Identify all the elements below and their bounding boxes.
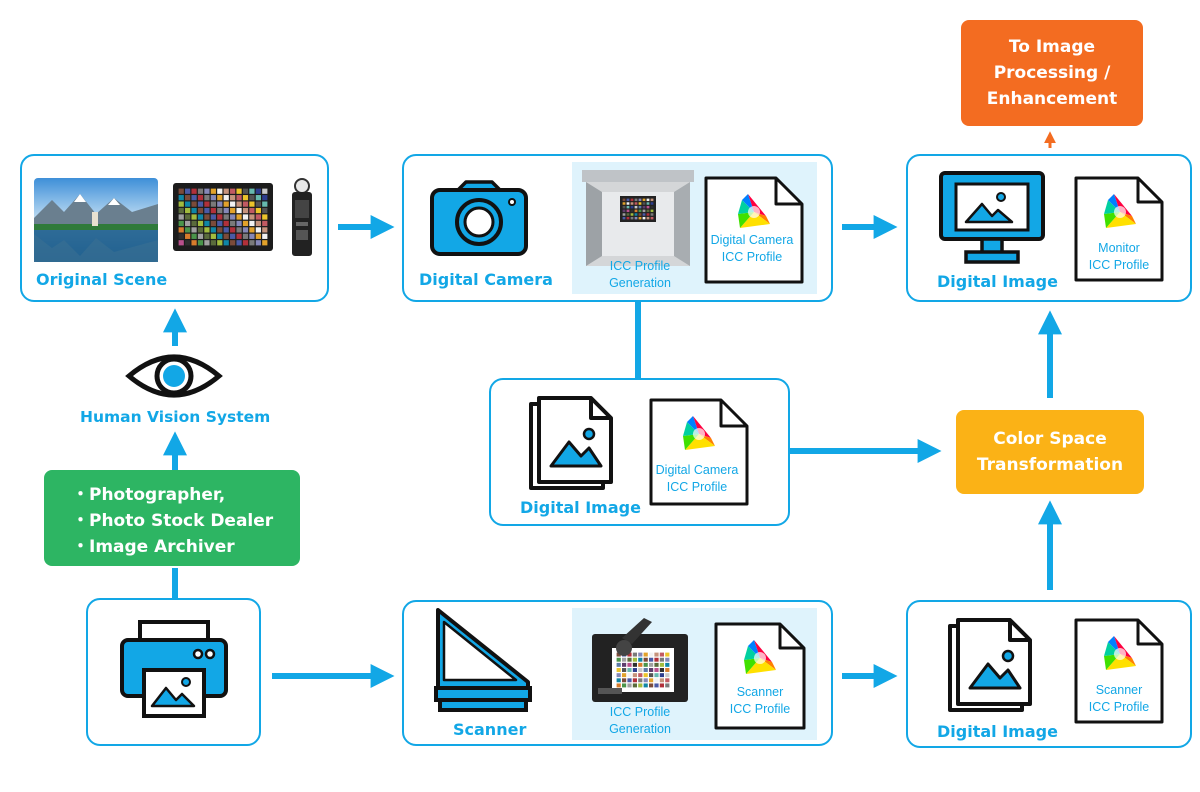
bullet: ・ — [72, 511, 89, 531]
bullet: ・ — [72, 485, 89, 505]
icc-profile-document-icon — [1074, 176, 1164, 282]
profile-line: Scanner — [736, 685, 784, 699]
digital-image-scanner-label: Digital Image — [937, 722, 1058, 741]
people-item: ・Photo Stock Dealer — [72, 508, 300, 534]
camera-generation-text: ICC Profile Generation — [584, 258, 696, 292]
icc-profile-document-icon — [1074, 618, 1164, 724]
processing-line: Processing / — [993, 63, 1111, 83]
profile-line: ICC Profile — [1088, 258, 1150, 272]
profile-line: Monitor — [1098, 241, 1140, 255]
scanner-image-profile-text: Scanner ICC Profile — [1072, 682, 1166, 716]
digital-image-scanner-node[interactable]: Digital Image Scanner ICC Profile — [906, 600, 1192, 748]
profile-line: ICC Profile — [666, 480, 728, 494]
digital-image-camera-node[interactable]: Digital Image Digital Camera ICC Profile — [489, 378, 790, 526]
people-item: ・Photographer, — [72, 482, 300, 508]
scanner-generation-text: ICC Profile Generation — [584, 704, 696, 738]
scanner-profile-text: Scanner ICC Profile — [712, 684, 808, 718]
camera-profile-text: Digital Camera ICC Profile — [700, 232, 804, 266]
bullet: ・ — [72, 537, 89, 557]
monitor-icon — [939, 171, 1045, 264]
generation-line: ICC Profile — [609, 259, 671, 273]
generation-line: Generation — [609, 722, 671, 736]
scanner-node[interactable]: Scanner ICC Profile Generation Scanner I… — [402, 600, 833, 746]
light-booth-icon — [582, 170, 694, 266]
processing-line: Enhancement — [986, 89, 1118, 109]
scanner-image-icc-document: Scanner ICC Profile — [1072, 618, 1166, 724]
processing-line: To Image — [1008, 37, 1096, 57]
generation-line: ICC Profile — [609, 705, 671, 719]
original-scene-label: Original Scene — [36, 270, 168, 289]
gamut-shape — [1104, 194, 1136, 228]
eye-icon — [125, 354, 223, 398]
scanner-icc-document: Scanner ICC Profile — [712, 622, 808, 730]
original-scene-node[interactable]: Original Scene — [20, 154, 329, 302]
gamut-shape — [683, 416, 715, 450]
scanner-label: Scanner — [453, 720, 527, 739]
monitor-icc-document: Monitor ICC Profile — [1072, 176, 1166, 282]
gamut-shape — [738, 194, 770, 228]
camera-profile-panel: ICC Profile Generation Digital Camera IC… — [572, 162, 817, 294]
generation-line: Generation — [609, 276, 671, 290]
monitor-profile-text: Monitor ICC Profile — [1072, 240, 1166, 274]
to-processing-box[interactable]: To Image Processing / Enhancement — [961, 20, 1143, 126]
colorspace-line: Color Space — [993, 429, 1107, 449]
profile-line: ICC Profile — [729, 702, 791, 716]
light-meter-icon — [292, 178, 312, 256]
digital-camera-node[interactable]: Digital Camera ICC Profile Generation Di… — [402, 154, 833, 302]
profile-line: ICC Profile — [1088, 700, 1150, 714]
image-stack-icon — [529, 396, 613, 490]
digital-camera-label: Digital Camera — [419, 270, 553, 289]
printer-node[interactable] — [86, 598, 261, 746]
printer-icon — [120, 620, 228, 718]
camera-image-icc-document: Digital Camera ICC Profile — [645, 398, 749, 506]
human-vision-label: Human Vision System — [80, 408, 271, 426]
people-box[interactable]: ・Photographer, ・Photo Stock Dealer ・Imag… — [44, 470, 300, 566]
camera-icon — [430, 180, 528, 256]
icc-profile-document-icon — [704, 176, 804, 284]
people-item-text: Image Archiver — [89, 537, 235, 557]
color-checker-icon — [173, 183, 273, 251]
camera-icc-document: Digital Camera ICC Profile — [700, 176, 804, 284]
digital-image-camera-label: Digital Image — [520, 498, 641, 517]
gamut-shape — [744, 640, 776, 674]
camera-image-profile-text: Digital Camera ICC Profile — [645, 462, 749, 496]
icc-profile-document-icon — [714, 622, 806, 730]
gamut-shape — [1104, 636, 1136, 670]
digital-image-monitor-node[interactable]: Digital Image Monitor ICC Profile — [906, 154, 1192, 302]
colorspace-line: Transformation — [976, 455, 1124, 475]
landscape-photo-icon — [34, 178, 158, 262]
color-space-box[interactable]: Color Space Transformation — [956, 410, 1144, 494]
flatbed-scanner-icon — [434, 608, 532, 712]
profile-line: ICC Profile — [721, 250, 783, 264]
people-item-text: Photographer, — [89, 485, 226, 505]
image-stack-icon — [948, 618, 1032, 712]
scanner-profile-panel: ICC Profile Generation Scanner ICC Profi… — [572, 608, 817, 740]
profile-line: Scanner — [1095, 683, 1143, 697]
people-item-text: Photo Stock Dealer — [89, 511, 274, 531]
people-item: ・Image Archiver — [72, 534, 300, 560]
profile-line: Digital Camera — [710, 233, 794, 247]
profile-line: Digital Camera — [655, 463, 739, 477]
icc-profile-document-icon — [649, 398, 749, 506]
spectrophotometer-icon — [592, 618, 688, 702]
digital-image-monitor-label: Digital Image — [937, 272, 1058, 291]
